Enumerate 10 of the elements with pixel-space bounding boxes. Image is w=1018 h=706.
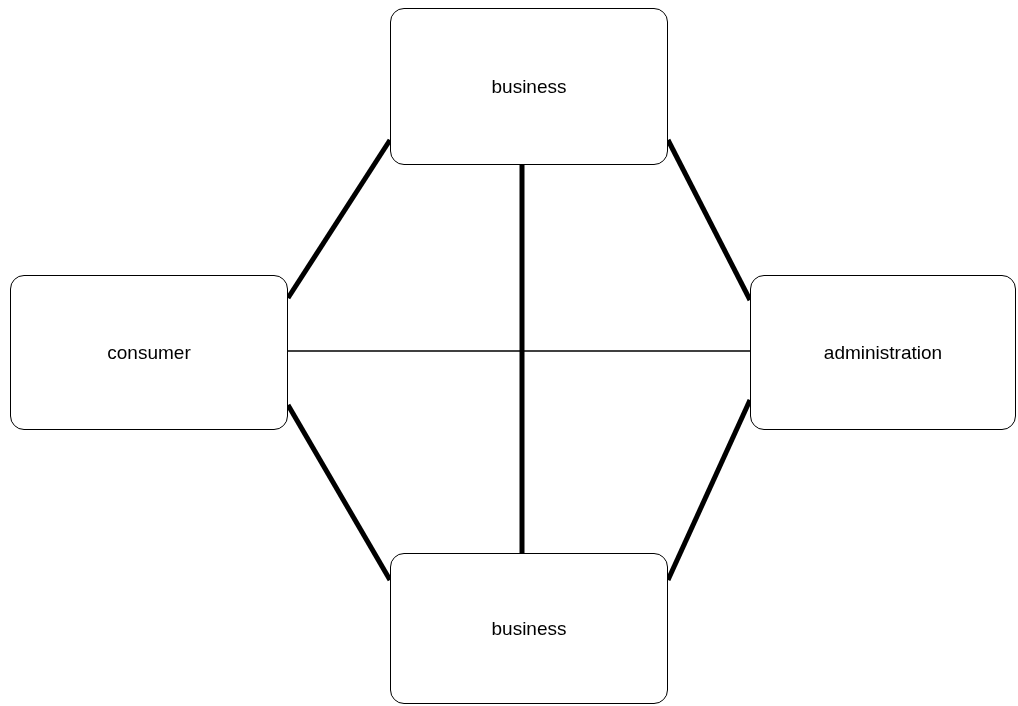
node-label: administration — [823, 341, 943, 364]
node-label: consumer — [107, 341, 191, 364]
node-label: business — [491, 617, 567, 640]
rounded-box — [750, 275, 1016, 430]
rounded-box — [390, 8, 668, 165]
rounded-box — [390, 553, 668, 704]
connector-line — [287, 350, 751, 352]
connector-line — [519, 165, 525, 553]
rounded-box — [10, 275, 288, 430]
node-label: business — [491, 75, 567, 98]
